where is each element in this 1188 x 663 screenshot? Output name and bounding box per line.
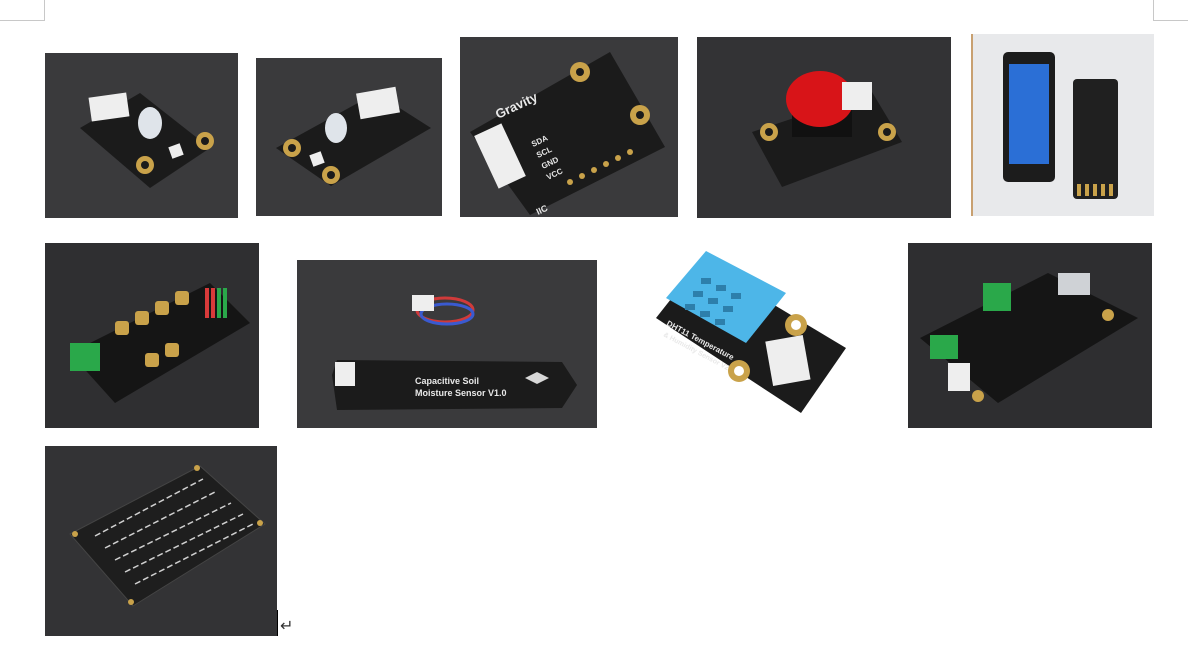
soil-sensor-label-line2: Moisture Sensor V1.0 xyxy=(415,388,507,398)
page-corner-mark-top-left xyxy=(0,0,45,21)
digital-led-module-image[interactable] xyxy=(256,58,442,216)
solar-panel-image[interactable] xyxy=(45,446,277,636)
expansion-board-image[interactable] xyxy=(45,243,259,428)
iic-tag: IIC xyxy=(535,203,550,217)
page-corner-mark-top-right xyxy=(1153,0,1188,21)
led-module-image[interactable] xyxy=(45,53,238,218)
dht11-sensor-image[interactable]: DHT11 Temperature & Humidity Sensor V2 xyxy=(651,243,851,428)
push-button-module-image[interactable] xyxy=(697,37,951,218)
power-manager-board-image[interactable] xyxy=(908,243,1152,428)
paragraph-mark: ↵ xyxy=(280,616,294,635)
text-cursor xyxy=(277,610,278,636)
i2c-sensor-module-image[interactable]: Gravity SDA SCL GND VCC IIC xyxy=(460,37,678,217)
controller-board-image[interactable] xyxy=(971,34,1154,216)
soil-sensor-label-line1: Capacitive Soil xyxy=(415,376,479,386)
soil-moisture-sensor-image[interactable]: Capacitive Soil Moisture Sensor V1.0 xyxy=(297,260,597,428)
